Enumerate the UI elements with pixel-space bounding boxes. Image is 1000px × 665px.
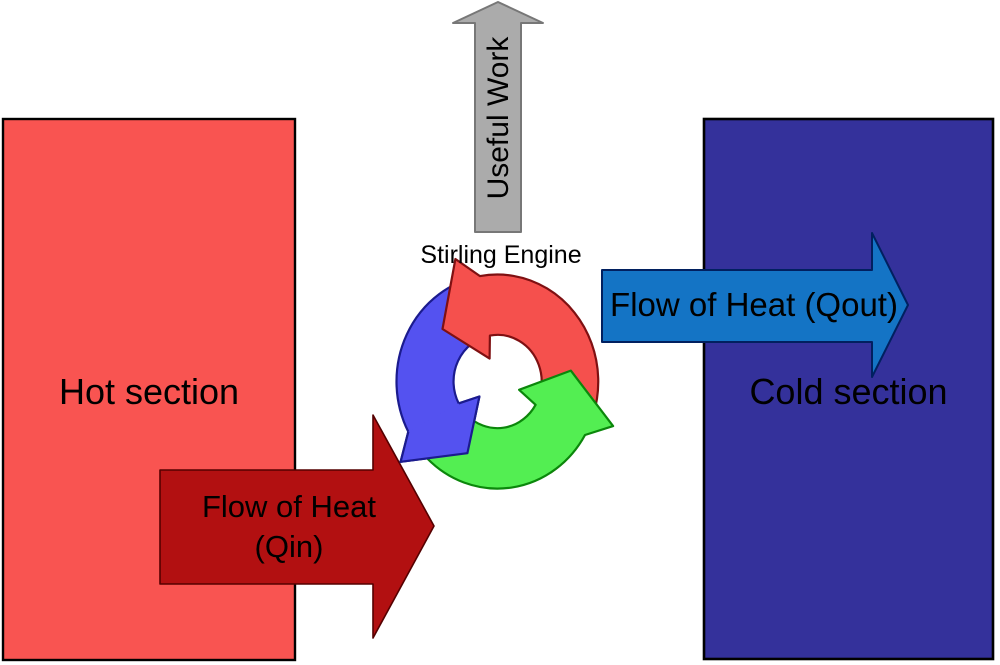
cycle-arrow-green-icon xyxy=(426,369,615,490)
useful-work-label: Useful Work xyxy=(482,36,515,200)
cold-section-label: Cold section xyxy=(749,371,948,412)
cycle-arrow-blue-icon xyxy=(400,396,480,462)
hot-section-label: Hot section xyxy=(58,371,240,412)
useful-work-arrow-icon xyxy=(452,1,544,233)
heat-in-label-line2: (Qin) xyxy=(254,529,324,564)
heat-in-label-line1: Flow of Heat xyxy=(201,489,376,524)
cycle-arrow-blue-icon xyxy=(399,395,481,463)
heat-in-arrow-icon xyxy=(159,414,435,639)
cold-section-box xyxy=(702,117,995,661)
engine-cycle-arrows-icon xyxy=(395,257,615,490)
heat-out-label: Flow of Heat (Qout) xyxy=(610,286,898,323)
heat-in-label: Flow of Heat (Qin) xyxy=(158,487,420,567)
heat-out-arrow-icon xyxy=(601,232,909,378)
stirling-engine-label: Stirling Engine xyxy=(420,241,582,269)
